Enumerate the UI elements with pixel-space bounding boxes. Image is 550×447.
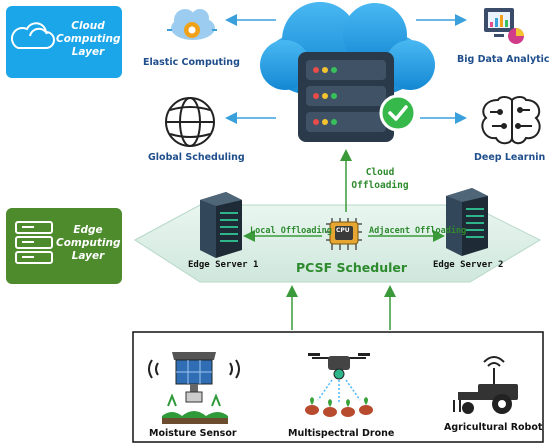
edge-layer-title-line2: Computing <box>56 237 121 249</box>
brain-icon <box>481 96 541 145</box>
cloud-offloading-label: Cloud Offloading <box>350 166 410 192</box>
cloud-offloading-line2: Offloading <box>351 180 409 191</box>
big-data-analytics-icon <box>484 8 524 44</box>
edge-server-1-icon <box>200 192 242 258</box>
moisture-sensor-icon <box>148 352 240 424</box>
edge-layer-title: Edge Computing Layer <box>56 224 120 263</box>
cloud-layer-title-line2: Computing <box>56 33 121 45</box>
moisture-sensor-label: Moisture Sensor <box>149 428 237 439</box>
edge-layer-title-line1: Edge <box>73 224 103 236</box>
deep-learning-label: Deep Learnin <box>474 152 546 163</box>
edge-layer-icon <box>15 221 53 264</box>
multispectral-drone-icon <box>305 353 373 417</box>
adjacent-offloading-label: Adjacent Offloading <box>369 226 467 236</box>
edge-server-2-label: Edge Server 2 <box>433 260 504 270</box>
global-scheduling-label: Global Scheduling <box>148 152 245 163</box>
cloud-layer-title-line1: Cloud <box>71 20 105 32</box>
elastic-computing-label: Elastic Computing <box>143 57 240 68</box>
cloud-layer-title-line3: Layer <box>71 46 105 58</box>
cpu-chip-label: CPU <box>336 227 350 234</box>
cloud-layer-title: Cloud Computing Layer <box>56 20 120 59</box>
multispectral-drone-label: Multispectral Drone <box>288 428 395 439</box>
edge-server-1-label: Edge Server 1 <box>188 260 259 270</box>
agricultural-robot-label: Agricultural Robot <box>444 422 543 433</box>
globe-icon <box>165 97 215 147</box>
pcsf-scheduler-label: PCSF Scheduler <box>296 260 408 275</box>
cloud-offloading-line1: Cloud <box>365 167 395 178</box>
cloud-layer-icon <box>11 22 55 49</box>
agricultural-robot-icon <box>453 356 518 414</box>
edge-server-2-icon <box>446 188 488 256</box>
cloud-server-icon <box>260 2 435 142</box>
edge-layer-title-line3: Layer <box>71 250 105 262</box>
elastic-computing-icon <box>167 9 217 40</box>
local-offloading-label: Local Offloading <box>250 226 332 236</box>
big-data-analytics-label: Big Data Analytics <box>457 54 550 65</box>
cpu-icon <box>326 218 362 250</box>
